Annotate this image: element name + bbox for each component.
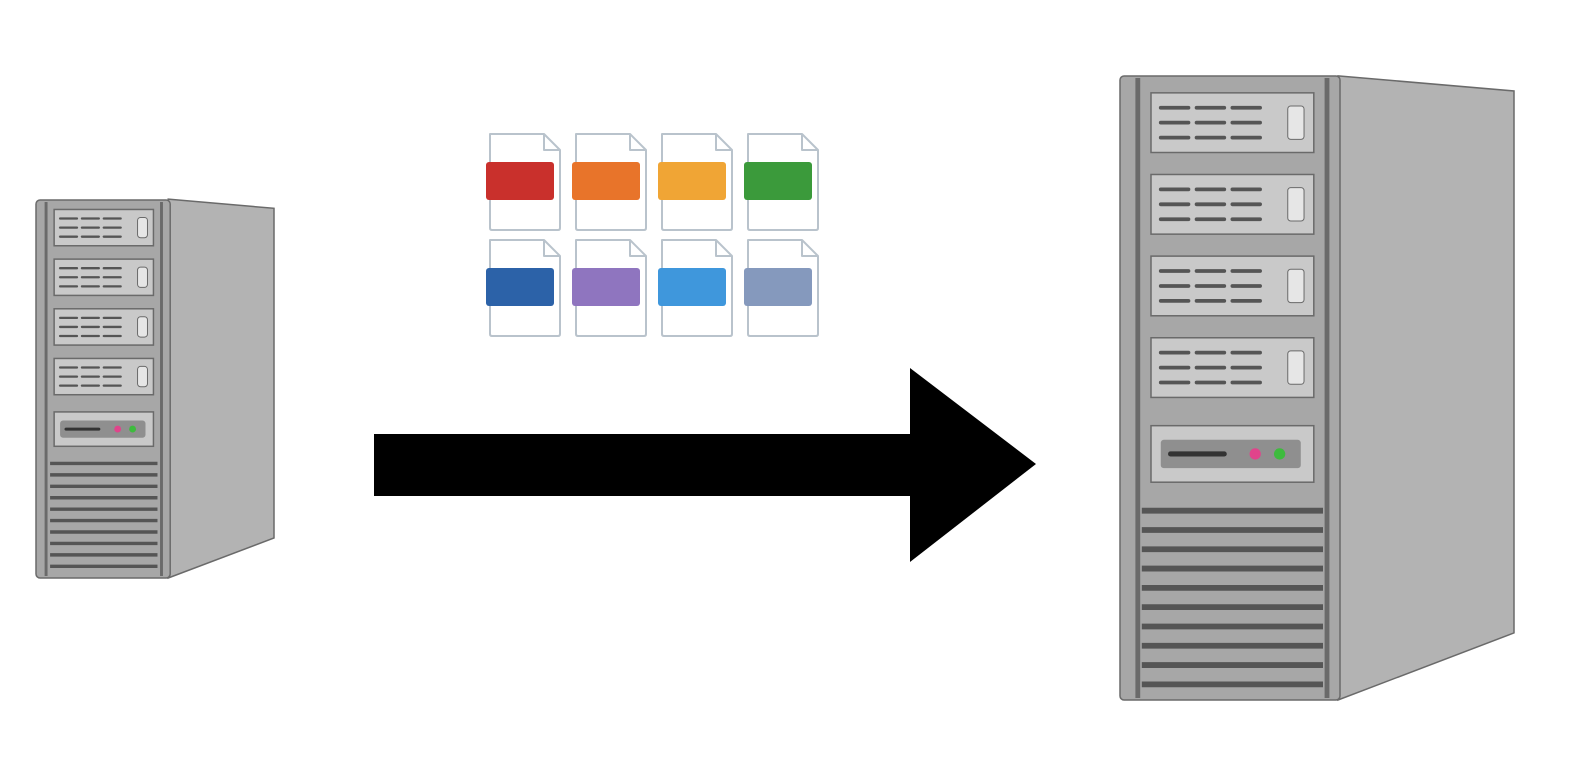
file-icon bbox=[572, 239, 647, 337]
right-arrow-icon bbox=[372, 366, 1038, 566]
file-color-label bbox=[572, 162, 640, 200]
file-icon bbox=[658, 133, 733, 231]
control-strip bbox=[1160, 439, 1301, 469]
file-color-label bbox=[658, 268, 726, 306]
file-icon bbox=[572, 133, 647, 231]
file-color-label bbox=[486, 162, 554, 200]
file-fold bbox=[715, 240, 732, 257]
drive-bay bbox=[53, 208, 155, 247]
files-group bbox=[486, 132, 826, 338]
drive-bay bbox=[1150, 255, 1315, 317]
vent-grille bbox=[50, 461, 158, 569]
server-tower-icon bbox=[35, 198, 275, 580]
server-tower-icon bbox=[1119, 75, 1515, 702]
arrow-shape bbox=[374, 368, 1036, 562]
file-color-label bbox=[658, 162, 726, 200]
drive-bay-knob bbox=[1287, 187, 1305, 222]
file-icon bbox=[658, 239, 733, 337]
status-led-icon bbox=[1273, 448, 1286, 460]
file-color-label bbox=[744, 268, 812, 306]
drive-bay bbox=[1150, 173, 1315, 235]
control-panel bbox=[53, 411, 155, 448]
file-fold bbox=[801, 134, 818, 151]
server-side-panel bbox=[1337, 75, 1515, 702]
file-color-label bbox=[572, 268, 640, 306]
vent-grille bbox=[1141, 507, 1323, 688]
drive-bay bbox=[1150, 92, 1315, 154]
file-fold bbox=[715, 134, 732, 151]
file-icon bbox=[486, 133, 561, 231]
power-led-icon bbox=[1249, 448, 1261, 460]
drive-bay-knob bbox=[137, 216, 148, 239]
drive-bay bbox=[1150, 337, 1315, 399]
source-server-icon bbox=[34, 198, 278, 580]
file-fold bbox=[543, 134, 560, 151]
power-led-icon bbox=[114, 425, 122, 433]
control-panel bbox=[1150, 424, 1315, 483]
file-color-label bbox=[486, 268, 554, 306]
file-fold bbox=[801, 240, 818, 257]
drive-bay-knob bbox=[137, 316, 148, 338]
file-fold bbox=[629, 134, 646, 151]
file-fold bbox=[543, 240, 560, 257]
drive-bay-knob bbox=[137, 266, 148, 288]
destination-server-icon bbox=[1118, 74, 1518, 702]
file-icon bbox=[744, 239, 819, 337]
file-color-label bbox=[744, 162, 812, 200]
drive-bay-knob bbox=[1287, 350, 1305, 385]
drive-bay-knob bbox=[1287, 105, 1305, 140]
file-fold bbox=[629, 240, 646, 257]
server-side-panel bbox=[167, 198, 275, 580]
file-icon bbox=[744, 133, 819, 231]
status-led-icon bbox=[129, 425, 137, 433]
file-icon bbox=[486, 239, 561, 337]
drive-bay bbox=[53, 258, 155, 297]
drive-bay bbox=[53, 308, 155, 346]
drive-bay bbox=[53, 357, 155, 396]
control-strip bbox=[60, 420, 146, 438]
drive-bay-knob bbox=[1287, 268, 1305, 304]
drive-bay-knob bbox=[137, 365, 148, 388]
